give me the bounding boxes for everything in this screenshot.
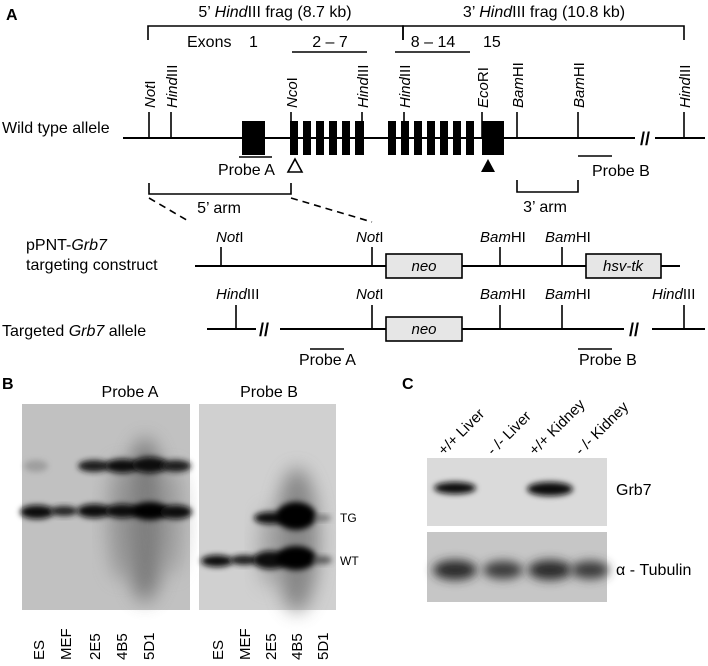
targeted-site-bamhi-1: BamHI <box>480 286 526 303</box>
construct-site-bamhi-1: BamHI <box>480 229 526 246</box>
wt-site-ecori: EcoRI <box>475 67 492 108</box>
construct-site-bamhi-2: BamHI <box>545 229 591 246</box>
western-lane-ko-liver: - /- Liver <box>484 408 535 459</box>
western-blot-grb7 <box>427 458 607 526</box>
wt-site-ncoi: NcoI <box>284 77 301 108</box>
blot-b-lane-5d1: 5D1 <box>315 632 332 660</box>
western-blot-tubulin <box>427 532 609 602</box>
wt-site-hindiii-2: HindIII <box>355 65 372 108</box>
wt-site-hindiii-1: HindIII <box>164 65 181 108</box>
wt-break-mark: // <box>640 129 650 149</box>
3-arm-bracket: 3’ arm <box>516 180 579 216</box>
exon-15 <box>482 121 504 155</box>
blot-a-lane-2e5: 2E5 <box>87 633 104 660</box>
blot-a-lane-5d1: 5D1 <box>141 632 158 660</box>
targeted-site-bamhi-2: BamHI <box>545 286 591 303</box>
probe-a-label-targeted: Probe A <box>299 352 356 369</box>
targeting-construct-map: neo hsv-tk <box>195 247 680 279</box>
southern-blot-probe-b <box>199 404 336 612</box>
exon-1 <box>242 121 265 155</box>
svg-text:neo: neo <box>411 258 436 275</box>
southern-blot-probe-a <box>20 404 192 610</box>
wild-type-allele-map: // <box>123 112 705 173</box>
svg-text:neo: neo <box>411 321 436 338</box>
start-codon-open-triangle <box>286 157 304 173</box>
targeted-break-mark-2: // <box>629 320 639 340</box>
blot-b-wt-label: WT <box>340 554 359 568</box>
probe-b-label-wt: Probe B <box>592 163 650 180</box>
exon-2-7-label: 2 – 7 <box>312 34 348 51</box>
blot-b-lane-mef: MEF <box>237 628 254 660</box>
5-arm-label: 5’ arm <box>197 200 241 217</box>
targeted-site-noti: NotI <box>356 286 384 303</box>
blot-b-lane-4b5: 4B5 <box>289 633 306 660</box>
blot-probe-b-title: Probe B <box>240 384 298 401</box>
probe-b-label-targeted: Probe B <box>579 352 637 369</box>
blot-a-lane-4b5: 4B5 <box>114 633 131 660</box>
hindiii-3-fragment-bracket: 3’ HindIII frag (10.8 kb) <box>402 4 685 40</box>
targeted-site-hindiii-2: HindIII <box>652 286 695 303</box>
exon-8-14-label: 8 – 14 <box>411 34 456 51</box>
blot-a-lane-es: ES <box>31 640 48 660</box>
wild-type-allele-label: Wild type allele <box>2 120 110 137</box>
blot-b-lane-es: ES <box>210 640 227 660</box>
wt-site-noti: NotI <box>142 80 159 108</box>
targeted-allele-label: Targeted Grb7 allele <box>2 323 146 340</box>
3-arm-label: 3’ arm <box>523 199 567 216</box>
neo-cassette-construct <box>385 253 463 279</box>
targeted-site-hindiii-1: HindIII <box>216 286 259 303</box>
wt-site-hindiii-3: HindIII <box>397 65 414 108</box>
5-arm-bracket: 5’ arm <box>148 183 373 223</box>
hsv-tk-cassette <box>585 253 662 279</box>
wt-site-hindiii-4: HindIII <box>677 65 694 108</box>
hindiii-5-fragment-label: 5’ HindIII frag (8.7 kb) <box>198 4 351 21</box>
exons-label: Exons <box>187 34 231 51</box>
construct-site-noti-2: NotI <box>356 229 384 246</box>
targeted-break-mark-1: // <box>259 320 269 340</box>
grb7-band-label: Grb7 <box>616 482 652 499</box>
construct-label-line2: targeting construct <box>26 257 158 274</box>
hindiii-3-fragment-label: 3’ HindIII frag (10.8 kb) <box>463 4 625 21</box>
panel-c-label: C <box>402 376 414 393</box>
targeted-allele-map: // // neo <box>207 305 705 342</box>
wt-site-bamhi-2: BamHI <box>571 62 588 108</box>
construct-label-line1: pPNT-Grb7 <box>26 237 108 254</box>
wt-site-bamhi-1: BamHI <box>510 62 527 108</box>
panel-a-label: A <box>6 7 18 24</box>
blot-probe-a-title: Probe A <box>102 384 159 401</box>
probe-a-label-wt: Probe A <box>218 162 275 179</box>
stop-codon-filled-triangle <box>481 159 495 172</box>
blot-b-tg-label: TG <box>340 511 357 525</box>
tubulin-band-label: α - Tubulin <box>616 562 691 579</box>
exon-1-label: 1 <box>249 34 258 51</box>
western-lane-wt-liver: +/+ Liver <box>435 406 488 459</box>
svg-text:hsv-tk: hsv-tk <box>603 258 645 275</box>
blot-b-lane-2e5: 2E5 <box>263 633 280 660</box>
neo-cassette-targeted <box>385 316 463 342</box>
exon-15-label: 15 <box>483 34 501 51</box>
panel-b-label: B <box>2 376 14 393</box>
construct-site-noti-1: NotI <box>216 229 244 246</box>
blot-a-lane-mef: MEF <box>58 628 75 660</box>
